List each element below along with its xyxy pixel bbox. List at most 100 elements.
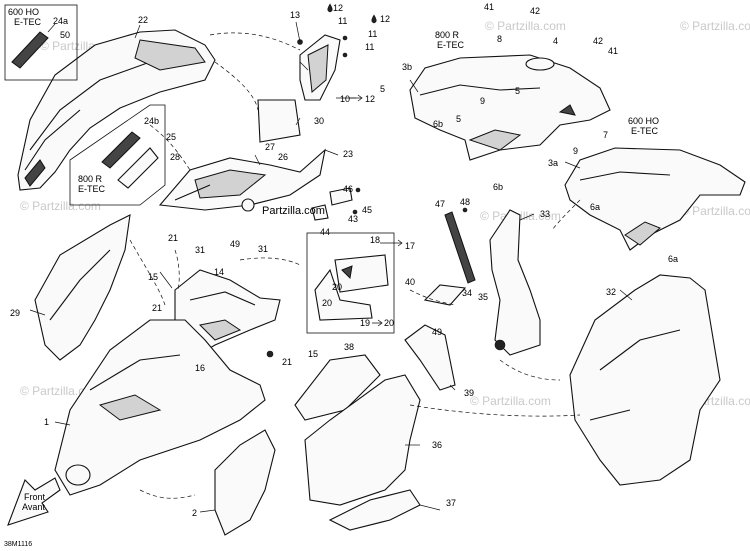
callout-label: 39 — [464, 388, 474, 398]
callout-label: 33 — [540, 209, 550, 219]
callout-label: 9 — [573, 146, 578, 156]
callout-label: 13 — [290, 10, 300, 20]
callout-labels: 24a 50 22 13 12 11 12 11 11 5 10 12 41 4… — [10, 2, 678, 518]
callout-label: 12 — [365, 94, 375, 104]
assembly-lines — [129, 32, 581, 499]
callout-label: 31 — [258, 244, 268, 254]
callout-label: 31 — [195, 245, 205, 255]
callout-label: 34 — [462, 288, 472, 298]
callout-label: 43 — [348, 214, 358, 224]
callout-label: 42 — [530, 6, 540, 16]
box-label: 800 R — [78, 174, 103, 184]
leader-lines — [29, 24, 633, 513]
box-label: E-TEC — [437, 40, 465, 50]
part-10-bracket — [295, 21, 356, 101]
callout-label: 24a — [53, 16, 68, 26]
callout-label: 47 — [435, 199, 445, 209]
callout-label: 22 — [138, 15, 148, 25]
callout-label: 46 — [343, 184, 353, 194]
box-label: 600 HO — [8, 7, 39, 17]
callout-label: 1 — [44, 417, 49, 427]
callout-label: 25 — [166, 132, 176, 142]
callout-label: 40 — [405, 277, 415, 287]
callout-label: 6a — [668, 254, 678, 264]
tank-labels: 800 R E-TEC 600 HO E-TEC — [435, 30, 659, 136]
callout-label: 21 — [152, 303, 162, 313]
part-38 — [294, 354, 381, 421]
callout-label: 12 — [380, 14, 390, 24]
part-22-side-panel — [17, 29, 216, 191]
box-label: E-TEC — [78, 184, 106, 194]
callout-label: 37 — [446, 498, 456, 508]
callout-label: 35 — [478, 292, 488, 302]
callout-label: 19 — [360, 318, 370, 328]
watermark: © Partzilla.com — [20, 199, 101, 213]
part-29-side-panel — [34, 214, 131, 361]
callout-label: 8 — [497, 34, 502, 44]
callout-label: 27 — [265, 142, 275, 152]
callout-label: 42 — [593, 36, 603, 46]
callout-label: 38 — [344, 342, 354, 352]
callout-label: 41 — [484, 2, 494, 12]
drop-icon — [327, 3, 333, 13]
callout-label: 23 — [343, 149, 353, 159]
callout-label: 18 — [370, 235, 380, 245]
callout-label: 9 — [480, 96, 485, 106]
callout-label: 26 — [278, 152, 288, 162]
callout-label: 29 — [10, 308, 20, 318]
part-2 — [214, 429, 276, 536]
watermark: © Partzilla.com — [485, 19, 566, 33]
drawing-code: 38M1116 — [4, 541, 32, 548]
callout-label: 49 — [230, 239, 240, 249]
front-label: Avant — [22, 502, 45, 512]
callout-label: 50 — [60, 30, 70, 40]
box-label: E-TEC — [631, 126, 659, 136]
part-36 — [304, 374, 421, 506]
center-watermark: Partzilla.com — [262, 205, 325, 217]
box-600ho-top: 600 HO E-TEC — [4, 4, 78, 81]
watermark: © Partzilla.com — [680, 19, 750, 33]
callout-label: 45 — [362, 205, 372, 215]
callout-label: 14 — [214, 267, 224, 277]
box-800r-mid: 800 R E-TEC — [69, 104, 166, 206]
box-17-20 — [306, 232, 395, 334]
callout-label: 10 — [340, 94, 350, 104]
callout-label: 15 — [308, 349, 318, 359]
box-label: E-TEC — [14, 17, 42, 27]
callout-label: 49 — [432, 327, 442, 337]
callout-label: 20 — [332, 282, 342, 292]
callout-label: 28 — [170, 152, 180, 162]
callout-label: 4 — [553, 36, 558, 46]
callout-label: 16 — [195, 363, 205, 373]
callout-label: 5 — [515, 86, 520, 96]
watermark: © Partzilla.com — [470, 394, 551, 408]
front-label: Front — [24, 492, 46, 502]
part-3a-fuel-tank — [564, 147, 746, 251]
part-30 — [257, 99, 301, 143]
box-label: 800 R — [435, 30, 460, 40]
drop-icon — [371, 14, 377, 24]
drop-icons — [327, 3, 377, 24]
callout-label: 17 — [405, 241, 415, 251]
callout-label: 6b — [433, 119, 443, 129]
callout-label: 24b — [144, 116, 159, 126]
watermark: © Partzilla.com — [680, 204, 750, 218]
part-23-console — [158, 148, 326, 212]
callout-label: 15 — [148, 272, 158, 282]
callout-label: 20 — [384, 318, 394, 328]
part-39 — [404, 324, 456, 391]
part-32-side-panel — [569, 274, 721, 486]
callout-label: 3b — [402, 62, 412, 72]
callout-label: 30 — [314, 116, 324, 126]
callout-label: 20 — [322, 298, 332, 308]
part-33-bracket — [444, 207, 541, 356]
callout-label: 6a — [590, 202, 600, 212]
callout-label: 11 — [338, 16, 347, 26]
part-1-front-cowl — [54, 319, 266, 496]
box-label: 600 HO — [628, 116, 659, 126]
callout-label: 32 — [606, 287, 616, 297]
part-40 — [423, 284, 467, 306]
front-arrow-icon: Front Avant — [7, 477, 61, 526]
